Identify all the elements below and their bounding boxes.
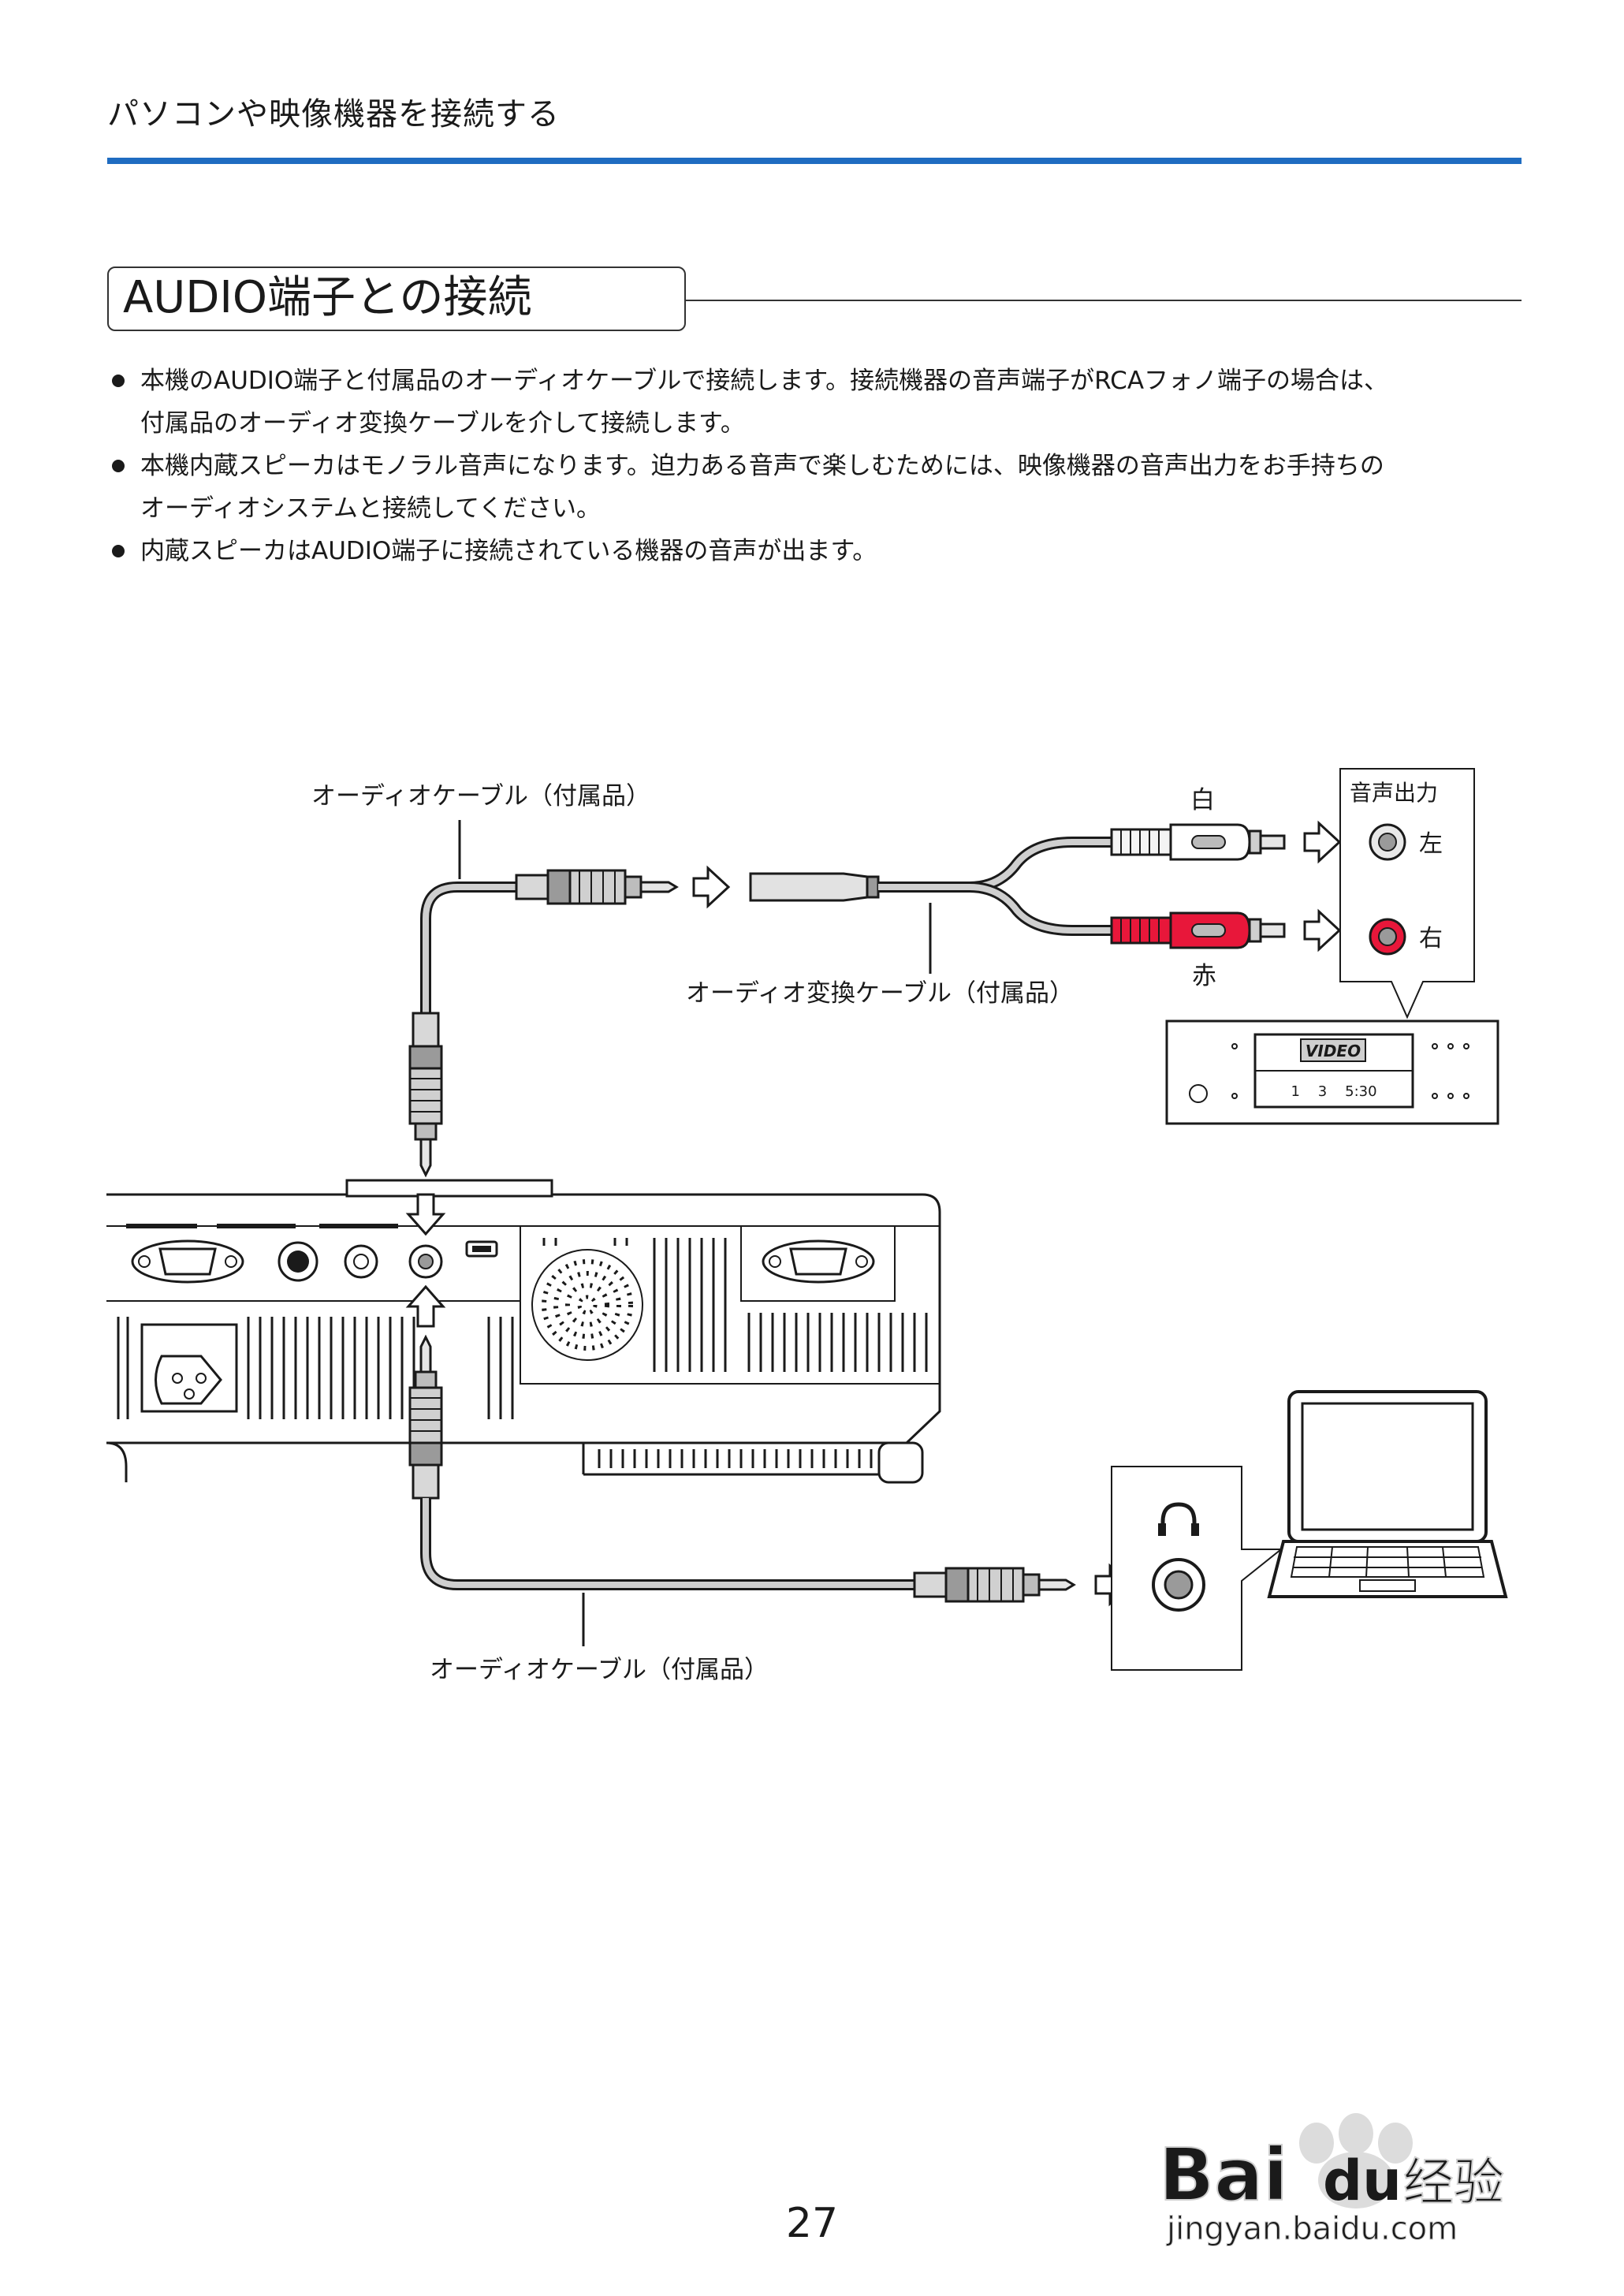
arrow-up-icon xyxy=(405,1284,446,1328)
video-display-readout: 1 3 5:30 xyxy=(1291,1083,1376,1100)
top-cable-horizontal-plug xyxy=(515,869,679,905)
audio-out-right-jack xyxy=(1369,918,1406,956)
video-deck xyxy=(1165,1019,1499,1125)
bullet-dot-icon xyxy=(112,545,125,557)
svideo-port-icon xyxy=(277,1241,318,1282)
converter-cable-socket xyxy=(749,872,880,902)
bottom-cable-vertical-plug xyxy=(408,1334,443,1500)
bullet-text-line: 本機内蔵スピーカはモノラル音声になります。迫力ある音声で楽しむためには、映像機器… xyxy=(140,452,1384,480)
header-rule xyxy=(107,158,1522,164)
audio-out-right-label: 右 xyxy=(1419,925,1443,952)
page-header-title: パソコンや映像機器を接続する xyxy=(107,96,560,132)
vga-out-port-icon xyxy=(740,1225,896,1302)
bullet-dot-icon xyxy=(112,460,125,472)
red-rca-plug xyxy=(1110,911,1286,949)
video-badge: VIDEO xyxy=(1306,1042,1361,1060)
bullet-list: 本機のAUDIO端子と付属品のオーディオケーブルで接続します。接続機器の音声端子… xyxy=(107,360,1526,572)
arrow-right-icon xyxy=(1303,822,1341,863)
top-cable-vertical-plug xyxy=(408,1012,443,1178)
baidu-jingyan-watermark: Bai du 经验 jingyan.baidu.com xyxy=(1159,2113,1505,2247)
bullet-item: 本機内蔵スピーカはモノラル音声になります。迫力ある音声で楽しむためには、映像機器… xyxy=(107,445,1526,530)
top-cable-outline xyxy=(420,882,516,1013)
bottom-cable-wire xyxy=(423,1498,914,1588)
headphone-jack xyxy=(1152,1558,1205,1612)
speaker-grille xyxy=(531,1249,643,1361)
bullet-text-line: 内蔵スピーカはAUDIO端子に接続されている機器の音声が出ます。 xyxy=(140,537,877,565)
laptop-icon xyxy=(1267,1390,1508,1598)
watermark-brand-left: Bai xyxy=(1159,2133,1288,2217)
arrow-right-icon xyxy=(1303,910,1341,951)
vga-port-icon xyxy=(131,1239,244,1284)
bullet-text-line: 本機のAUDIO端子と付属品のオーディオケーブルで接続します。接続機器の音声端子… xyxy=(140,367,1389,395)
section-rule xyxy=(686,300,1522,301)
power-inlet-icon xyxy=(140,1323,238,1413)
watermark-url: jingyan.baidu.com xyxy=(1166,2211,1458,2247)
usb-port-icon xyxy=(465,1240,498,1258)
converter-cable-label: オーディオ変換ケーブル（付属品） xyxy=(686,979,1074,1008)
bottom-cable-horizontal-plug xyxy=(913,1567,1076,1603)
bottom-cable-outline xyxy=(420,1498,914,1590)
converter-white-branch-wire xyxy=(878,839,1112,890)
paw-logo-icon xyxy=(1299,2113,1413,2208)
converter-red-branch-wire xyxy=(969,884,1112,934)
top-cable-wire xyxy=(423,884,516,1013)
bullet-item: 内蔵スピーカはAUDIO端子に接続されている機器の音声が出ます。 xyxy=(107,530,1526,572)
audio-out-label: 音声出力 xyxy=(1350,780,1438,806)
page-number: 27 xyxy=(785,2200,839,2247)
watermark-brand-cn: 经验 xyxy=(1403,2154,1504,2212)
audio-out-left-jack xyxy=(1369,823,1406,861)
audio-port-icon xyxy=(408,1244,443,1279)
red-plug-label: 赤 xyxy=(1192,962,1216,990)
audio-out-left-label: 左 xyxy=(1419,830,1443,858)
watermark-brand-right: du xyxy=(1323,2149,1402,2213)
section-title: AUDIO端子との接続 xyxy=(123,272,532,323)
arrow-down-icon xyxy=(405,1193,446,1236)
white-plug-label: 白 xyxy=(1190,786,1215,814)
top-cable-label: オーディオケーブル（付属品） xyxy=(311,782,650,811)
audio-out-panel xyxy=(1339,768,1475,1019)
bottom-cable-label: オーディオケーブル（付属品） xyxy=(430,1656,769,1684)
section-title-box xyxy=(107,266,686,331)
bullet-text-line: オーディオシステムと接続してください。 xyxy=(140,494,602,523)
headphone-icon xyxy=(1158,1502,1199,1536)
arrow-right-icon xyxy=(692,867,730,908)
bullet-text-line: 付属品のオーディオ変換ケーブルを介して接続します。 xyxy=(140,409,745,438)
bullet-item: 本機のAUDIO端子と付属品のオーディオケーブルで接続します。接続機器の音声端子… xyxy=(107,360,1526,445)
bullet-dot-icon xyxy=(112,375,125,387)
white-rca-plug xyxy=(1110,823,1286,861)
video-port-icon xyxy=(344,1244,378,1279)
